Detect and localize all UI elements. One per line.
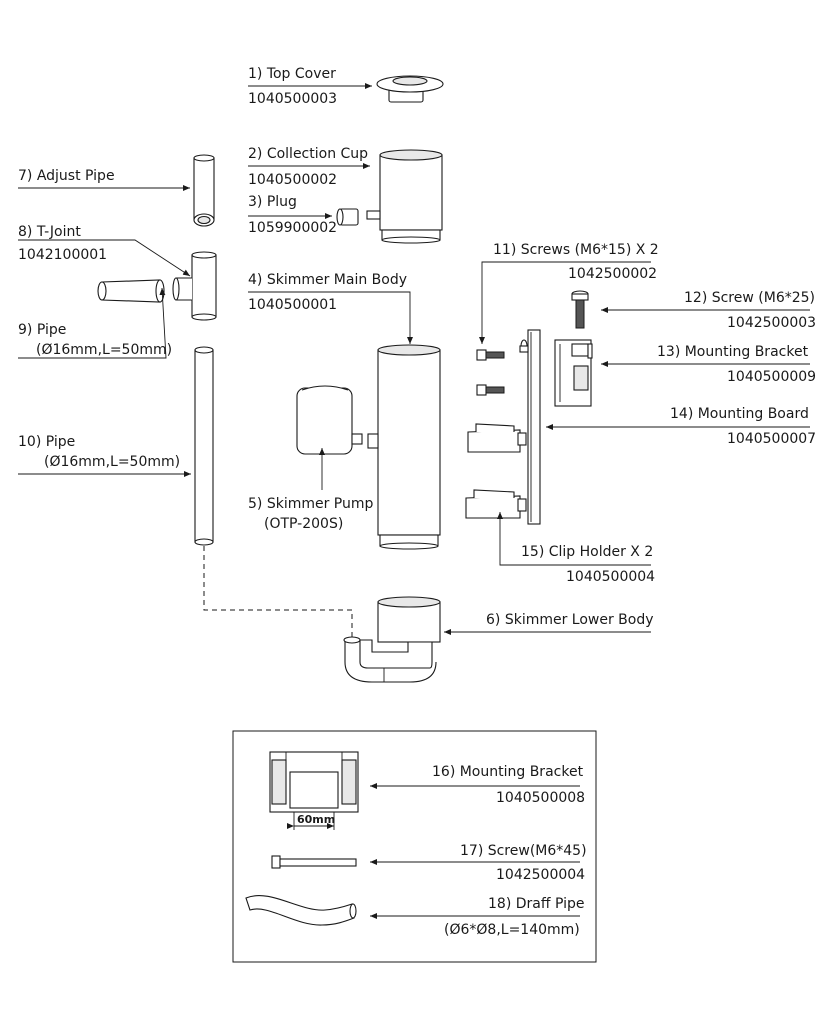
collection-cup-part — [366, 149, 443, 244]
part-label-16: 16) Mounting Bracket — [432, 764, 584, 780]
part-label-17: 17) Screw(M6*45) — [460, 843, 587, 859]
leader-9 — [18, 287, 167, 359]
accessories-box — [232, 730, 597, 963]
t-joint-part — [172, 251, 217, 321]
part-label-3: 3) Plug — [248, 194, 297, 210]
part-code-8: 1042100001 — [18, 247, 107, 263]
part-label-10: 10) Pipe — [18, 434, 75, 450]
part-code-1: 1040500003 — [248, 91, 337, 107]
draff-pipe-part — [245, 895, 357, 926]
long-pipe-part — [194, 346, 214, 546]
part-label-9: 9) Pipe — [18, 322, 66, 338]
part-code-5: (OTP-200S) — [264, 516, 343, 532]
part-label-5: 5) Skimmer Pump — [248, 496, 374, 512]
clip-holders-part — [465, 423, 527, 519]
part-label-8: 8) T-Joint — [18, 224, 81, 240]
part-label-18: 18) Draff Pipe — [488, 896, 584, 912]
part-label-4: 4) Skimmer Main Body — [248, 272, 407, 288]
part-code-10: (Ø16mm,L=50mm) — [44, 454, 180, 470]
part-code-14: 1040500007 — [727, 431, 816, 447]
part-label-13: 13) Mounting Bracket — [657, 344, 809, 360]
mounting-bracket-16-part — [269, 751, 359, 830]
part-code-15: 1040500004 — [566, 569, 655, 585]
part-code-9: (Ø16mm,L=50mm) — [36, 342, 172, 358]
part-code-12: 1042500003 — [727, 315, 816, 331]
part-code-17: 1042500004 — [496, 867, 585, 883]
part-label-6: 6) Skimmer Lower Body — [486, 612, 654, 628]
plug-part — [336, 208, 359, 226]
leader-8 — [18, 239, 191, 277]
m6-25-screw-part — [571, 290, 589, 329]
mounting-bracket-13-part — [554, 339, 593, 407]
part-label-1: 1) Top Cover — [248, 66, 336, 82]
part-code-11: 1042500002 — [568, 266, 657, 282]
short-pipe-part — [97, 279, 165, 303]
skimmer-main-body-part — [367, 344, 441, 550]
mounting-bracket-dimension: 60mm — [297, 813, 335, 826]
top-cover-part — [376, 75, 444, 103]
skimmer-lower-body-part — [343, 596, 441, 683]
part-code-4: 1040500001 — [248, 297, 337, 313]
leader-11 — [479, 261, 651, 344]
part-label-2: 2) Collection Cup — [248, 146, 368, 162]
part-label-15: 15) Clip Holder X 2 — [521, 544, 653, 560]
m6-15-screws-part — [476, 349, 505, 396]
part-code-2: 1040500002 — [248, 172, 337, 188]
skimmer-pump-part — [296, 385, 363, 455]
part-label-11: 11) Screws (M6*15) X 2 — [493, 242, 659, 258]
adjust-pipe-part — [193, 154, 215, 227]
part-code-18: (Ø6*Ø8,L=140mm) — [444, 922, 580, 938]
part-label-7: 7) Adjust Pipe — [18, 168, 115, 184]
m6-45-screw-part — [271, 855, 357, 869]
mounting-board-part — [519, 329, 541, 525]
leader-4 — [248, 291, 413, 344]
leader-15 — [497, 512, 651, 566]
part-code-13: 1040500009 — [727, 369, 816, 385]
part-label-12: 12) Screw (M6*25) — [684, 290, 815, 306]
part-code-3: 1059900002 — [248, 220, 337, 236]
pipe-connection-dashed — [203, 546, 353, 640]
part-code-16: 1040500008 — [496, 790, 585, 806]
part-label-14: 14) Mounting Board — [670, 406, 809, 422]
